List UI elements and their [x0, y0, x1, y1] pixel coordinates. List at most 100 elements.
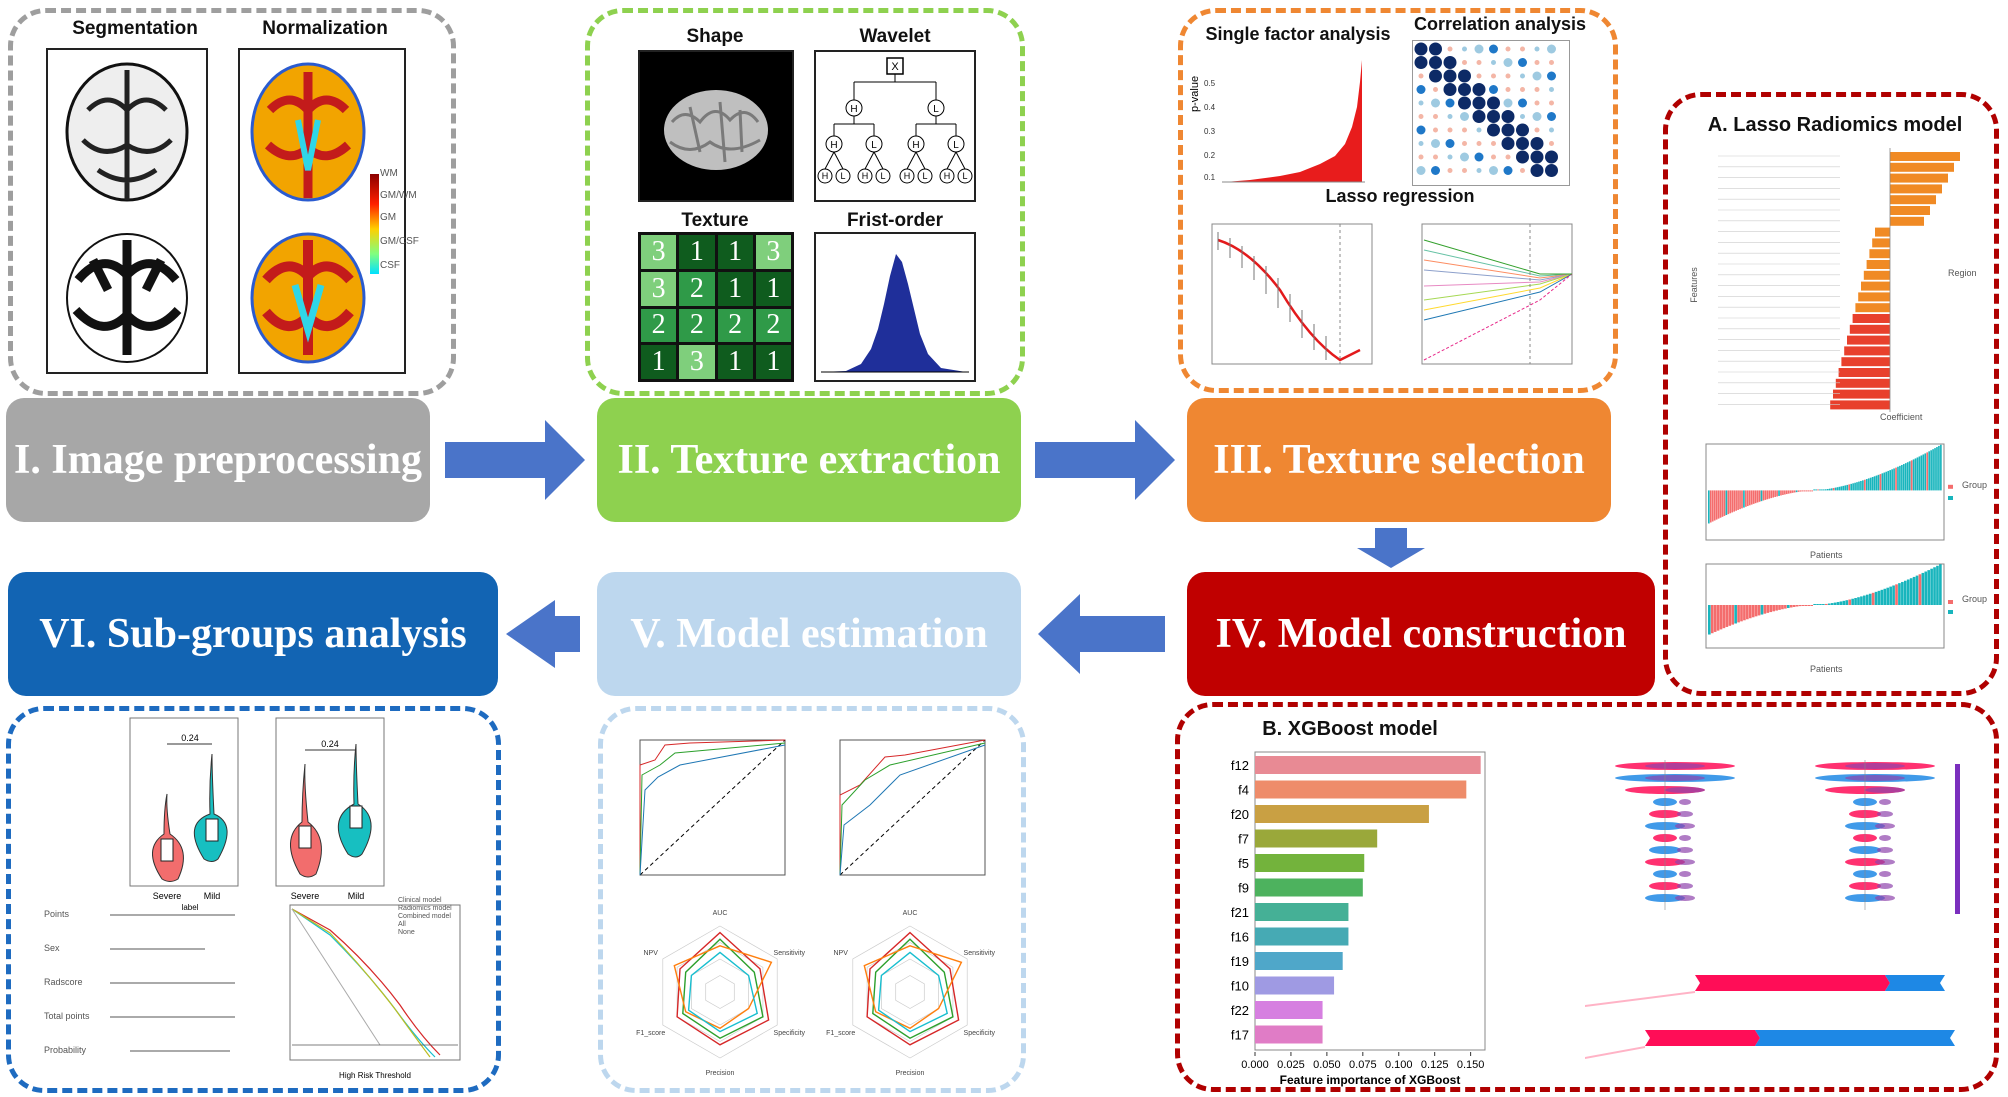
radscore-bar — [1731, 605, 1735, 625]
radscore-bar — [1789, 605, 1793, 608]
first-order-panel — [814, 232, 976, 382]
radscore-bar — [1775, 605, 1778, 611]
corr-dot — [1462, 168, 1467, 173]
corr-dot — [1472, 110, 1486, 123]
shap-row — [1879, 835, 1891, 841]
xgb-tick: 0.025 — [1277, 1059, 1305, 1071]
corr-dot — [1472, 96, 1486, 110]
corr-dot — [1476, 73, 1482, 79]
corr-dot — [1547, 71, 1556, 81]
correlation-matrix — [1412, 40, 1570, 186]
legend-gm: GM — [380, 212, 397, 223]
radscore-bar — [1762, 490, 1765, 501]
waterfall-1-xlabel: Patients — [1810, 550, 1843, 560]
radscore-bar — [1737, 490, 1739, 510]
radscore-bar — [1924, 571, 1928, 605]
corr-dot — [1547, 44, 1556, 54]
pvalue-tick: 0.5 — [1204, 79, 1216, 88]
radar-series — [682, 938, 764, 1040]
cell: 3 — [641, 271, 677, 306]
brain-surface — [664, 90, 768, 170]
radscore-bar — [1875, 475, 1878, 491]
radscore-bar — [1874, 591, 1878, 605]
radar-series — [866, 931, 960, 1046]
radscore-bar — [1776, 490, 1778, 497]
stage-sub-groups-analysis[interactable]: VI. Sub-groups analysis — [8, 572, 498, 696]
xgb-label-f12: f12 — [1231, 758, 1249, 773]
xgb-tick: 0.150 — [1457, 1059, 1485, 1071]
radscore-bar — [1933, 567, 1936, 605]
arrow-right-2 — [1035, 420, 1175, 500]
segmentation-brains — [65, 62, 189, 363]
radscore-bar — [1924, 453, 1927, 491]
radscore-bar — [1719, 490, 1722, 518]
corr-dot — [1505, 87, 1511, 92]
coef-bar — [1869, 249, 1890, 259]
coef-bar — [1890, 162, 1954, 172]
corr-dot — [1549, 141, 1554, 146]
radscore-bar — [1807, 605, 1811, 606]
violin-2-pvalue: 0.24 — [321, 739, 339, 749]
dca-curve: High Risk Threshold Clinical model Radio… — [270, 895, 465, 1085]
corr-dot — [1549, 127, 1554, 133]
corr-dot — [1416, 166, 1426, 175]
shap-colorbar — [1955, 764, 1960, 914]
cell: 2 — [641, 308, 677, 343]
nomo-sex: Sex — [44, 943, 60, 953]
cell: 1 — [755, 345, 791, 379]
corr-dot — [1549, 87, 1554, 92]
coef-bar — [1833, 389, 1890, 399]
histogram — [821, 254, 969, 373]
radscore-bar — [1823, 489, 1825, 491]
texture-matrix: 3 1 1 3 3 2 1 1 2 2 2 2 1 3 1 1 — [638, 232, 794, 382]
corr-dot — [1462, 127, 1467, 133]
stage-model-estimation[interactable]: V. Model estimation — [597, 572, 1021, 696]
xgb-bar-f7 — [1255, 829, 1378, 848]
radscore-bar — [1825, 489, 1827, 491]
segmentation-panel — [46, 48, 208, 374]
corr-dot — [1487, 123, 1500, 137]
coef-bar — [1847, 335, 1890, 345]
radscore-bar — [1940, 444, 1942, 491]
radscore-bar — [1737, 605, 1740, 623]
radscore-bar — [1778, 605, 1781, 610]
radscore-bar — [1910, 460, 1913, 491]
stage-texture-selection[interactable]: III. Texture selection — [1187, 398, 1611, 522]
corr-dot — [1516, 137, 1529, 150]
radscore-bar — [1826, 488, 1829, 491]
corr-dot — [1501, 110, 1515, 123]
radscore-bar — [1764, 490, 1767, 500]
corr-dot — [1433, 127, 1438, 133]
radar-series — [673, 945, 773, 1030]
stage-image-preprocessing[interactable]: I. Image preprocessing — [6, 398, 430, 522]
radscore-bar — [1838, 486, 1841, 491]
stage-model-construction[interactable]: IV. Model construction — [1187, 572, 1655, 696]
legend-gmcsf: GM/CSF — [380, 236, 419, 247]
corr-dot — [1418, 141, 1424, 146]
corr-dot — [1501, 137, 1515, 150]
cell: 1 — [755, 271, 791, 306]
pvalue-chart: p-value 0.5 0.4 0.3 0.2 0.1 — [1189, 52, 1390, 184]
radscore-bar — [1936, 565, 1939, 605]
wavelet-l2-2: L — [871, 140, 877, 151]
corr-dot — [1429, 42, 1442, 56]
corr-dot — [1414, 42, 1428, 56]
corr-dot — [1418, 154, 1424, 160]
shap-row — [1875, 895, 1895, 901]
normalization-brains — [250, 62, 379, 364]
stage-texture-extraction[interactable]: II. Texture extraction — [597, 398, 1021, 522]
radscore-bar — [1721, 490, 1724, 517]
dca-legend-clinical: Clinical model — [398, 897, 442, 904]
xgb-tick: 0.100 — [1385, 1059, 1413, 1071]
radscore-bar — [1901, 464, 1903, 491]
pvalue-tick: 0.4 — [1204, 103, 1216, 112]
violin-1-cat-severe: Severe — [153, 891, 182, 901]
corr-dot — [1474, 152, 1484, 162]
radscore-bar — [1801, 605, 1805, 606]
xgb-label-f4: f4 — [1238, 783, 1249, 798]
corr-dot — [1520, 114, 1525, 119]
corr-dot — [1447, 154, 1453, 160]
corr-dot — [1530, 137, 1544, 150]
violin-2-cat-severe: Severe — [291, 891, 320, 901]
radscore-bar — [1786, 605, 1790, 609]
